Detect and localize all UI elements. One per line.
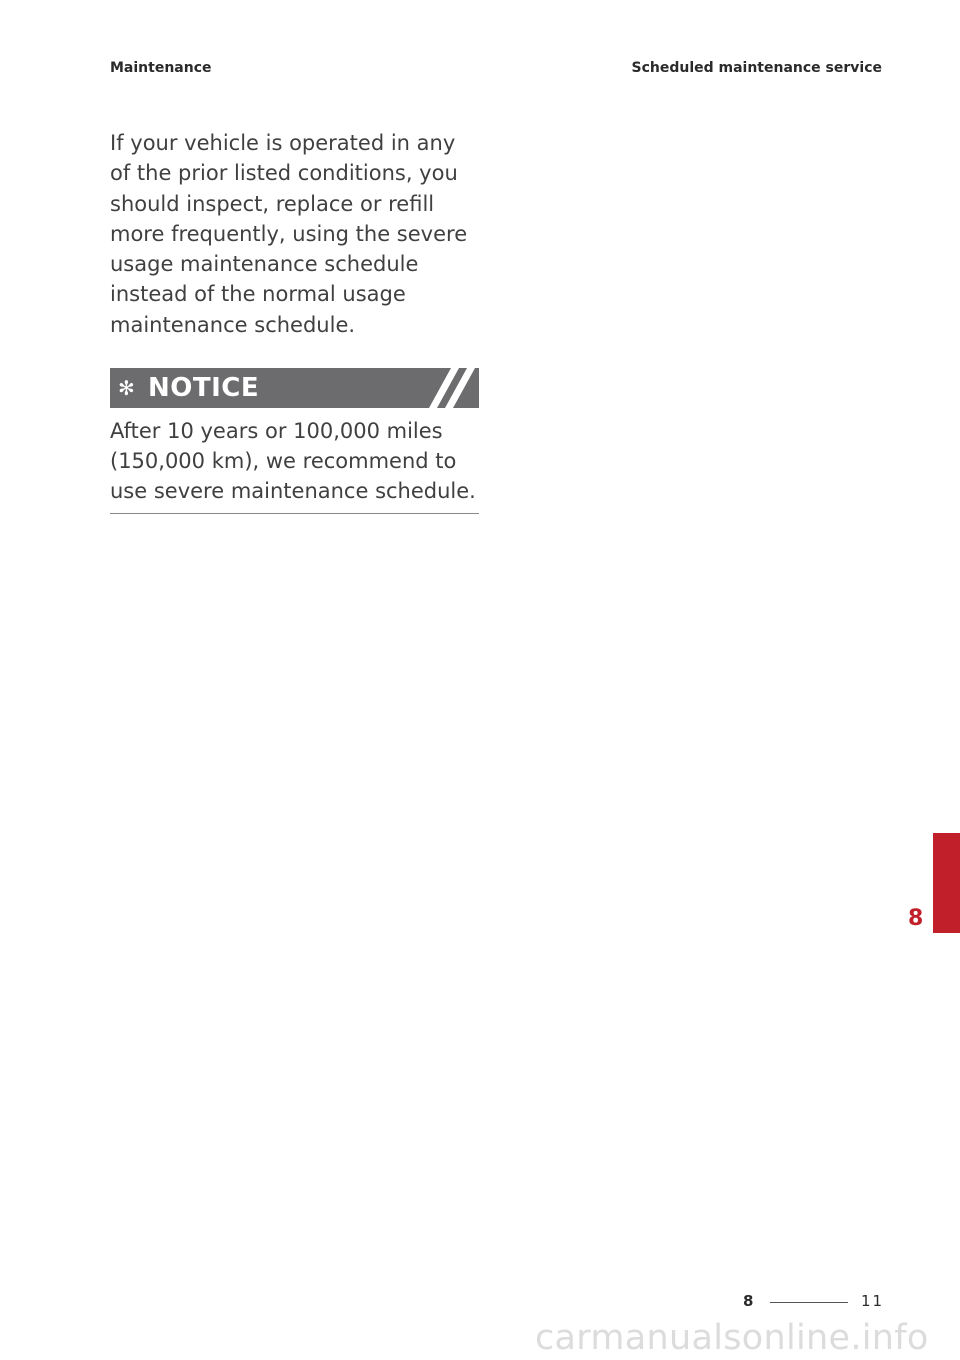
notice-banner: ✻ NOTICE bbox=[110, 368, 479, 408]
chapter-tab bbox=[933, 833, 960, 933]
stripes-decoration bbox=[429, 368, 475, 408]
header-chapter-title: Scheduled maintenance service bbox=[631, 60, 882, 76]
watermark: carmanualsonline.info bbox=[535, 1318, 929, 1358]
body-paragraph: If your vehicle is operated in any of th… bbox=[110, 131, 468, 337]
footer-divider bbox=[770, 1302, 848, 1303]
footer-page-number: 11 bbox=[861, 1292, 885, 1310]
notice-divider bbox=[110, 513, 479, 514]
chapter-tab-number: 8 bbox=[908, 906, 924, 931]
notice-title: NOTICE bbox=[148, 373, 260, 403]
footer-section-number: 8 bbox=[743, 1292, 754, 1310]
header-section-title: Maintenance bbox=[110, 60, 212, 76]
asterisk-icon: ✻ bbox=[118, 376, 135, 400]
notice-text: After 10 years or 100,000 miles (150,000… bbox=[110, 419, 476, 503]
